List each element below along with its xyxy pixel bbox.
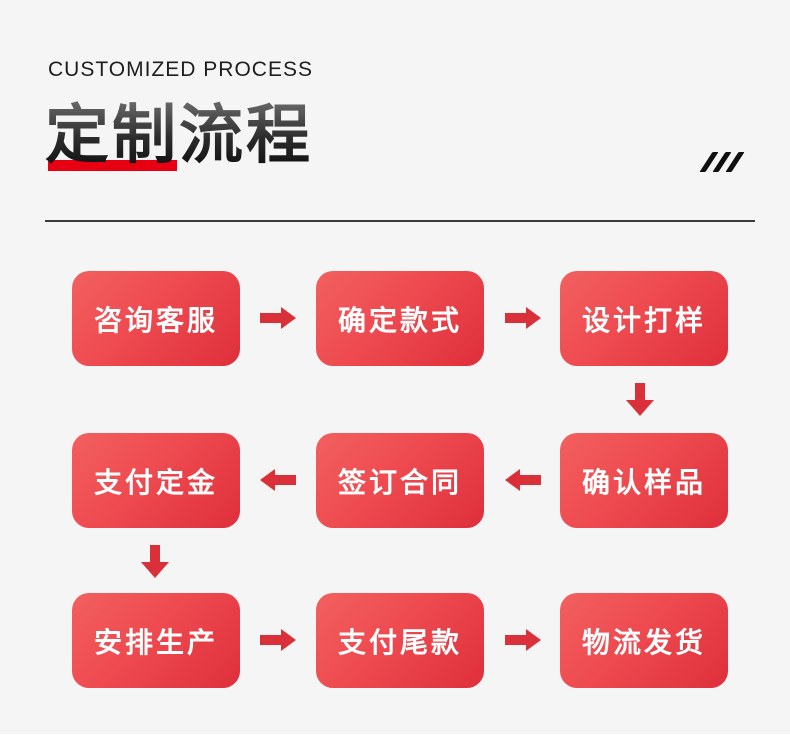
flow-step-arrange-production: 安排生产 — [72, 593, 240, 688]
arrow-stem — [260, 635, 282, 645]
slashes-icon — [699, 152, 745, 172]
flow-step-pay-deposit: 支付定金 — [72, 433, 240, 528]
arrow-head — [626, 400, 654, 416]
header-divider — [45, 220, 755, 222]
flow-step-consult-service: 咨询客服 — [72, 271, 240, 366]
arrow-head — [141, 562, 169, 578]
arrow-right-icon — [505, 629, 541, 651]
flow-step-logistics-delivery: 物流发货 — [560, 593, 728, 688]
arrow-head — [281, 629, 296, 651]
flow-step-confirm-sample: 确认样品 — [560, 433, 728, 528]
page-title: 定制流程 — [45, 99, 313, 171]
arrow-left-icon — [505, 469, 541, 491]
flow-step-pay-balance: 支付尾款 — [316, 593, 484, 688]
arrow-down-icon — [141, 545, 169, 578]
arrow-down-icon — [626, 383, 654, 416]
arrow-stem — [505, 635, 527, 645]
title-underline-accent — [48, 160, 177, 171]
section-eyebrow: CUSTOMIZED PROCESS — [48, 58, 313, 81]
arrow-stem — [260, 313, 282, 323]
arrow-left-icon — [260, 469, 296, 491]
arrow-head — [526, 307, 541, 329]
flow-step-design-proof: 设计打样 — [560, 271, 728, 366]
flow-step-confirm-style: 确定款式 — [316, 271, 484, 366]
arrow-head — [526, 629, 541, 651]
arrow-stem — [519, 475, 541, 485]
arrow-stem — [274, 475, 296, 485]
arrow-head — [505, 469, 520, 491]
arrow-stem — [505, 313, 527, 323]
bottom-white-strip — [0, 734, 790, 739]
arrow-head — [281, 307, 296, 329]
arrow-stem — [635, 383, 645, 401]
arrow-right-icon — [260, 307, 296, 329]
arrow-head — [260, 469, 275, 491]
arrow-right-icon — [505, 307, 541, 329]
arrow-right-icon — [260, 629, 296, 651]
flow-step-sign-contract: 签订合同 — [316, 433, 484, 528]
arrow-stem — [150, 545, 160, 563]
